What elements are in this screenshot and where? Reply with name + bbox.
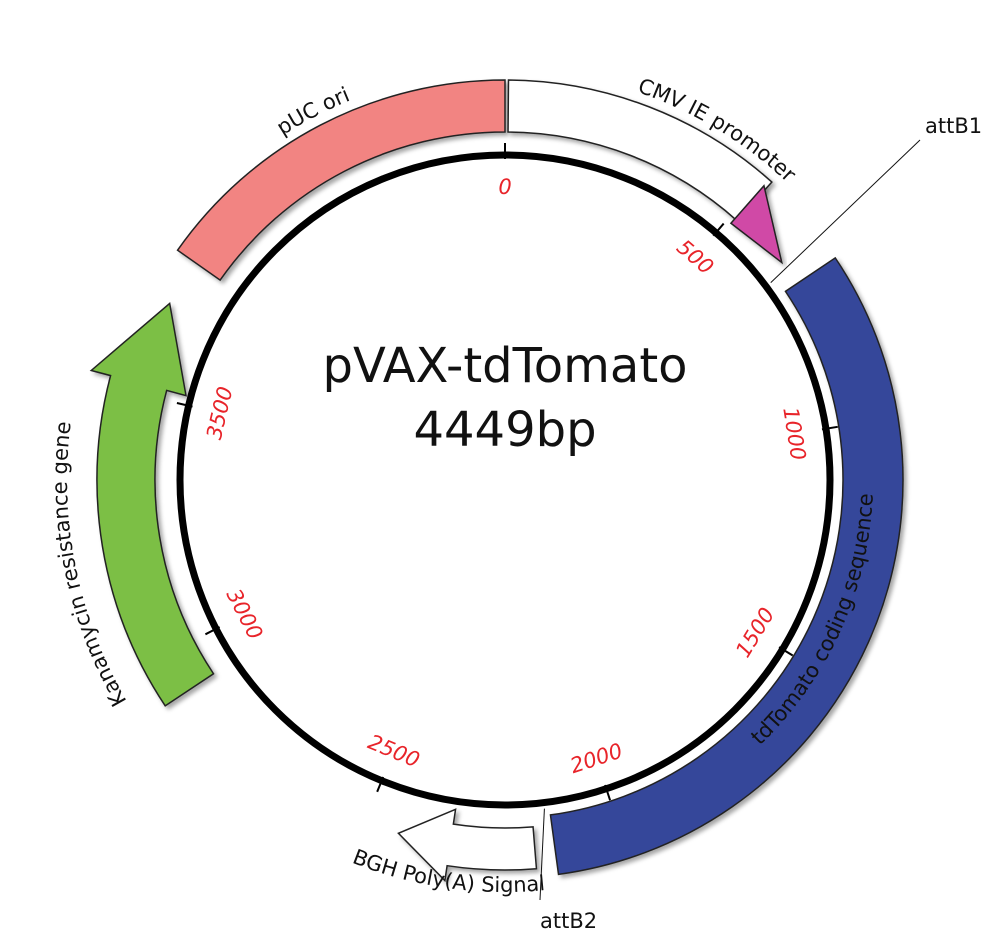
tick-label-2000: 2000	[567, 739, 625, 778]
tick-label-1000: 1000	[778, 405, 810, 462]
attb2-line	[539, 808, 545, 901]
attb1-line	[770, 139, 921, 284]
tick-mark-1000	[821, 425, 838, 431]
tick-mark-2500	[376, 776, 385, 793]
cmv-promoter-arrowhead[interactable]	[729, 184, 783, 265]
site-markers: attB1 attB2	[539, 114, 982, 933]
puc-ori-feature[interactable]	[176, 79, 506, 282]
attb1-label: attB1	[925, 114, 982, 138]
tdtomato-feature[interactable]	[549, 256, 904, 876]
plasmid-backbone	[176, 151, 834, 809]
tick-label-1500: 1500	[731, 603, 779, 661]
tick-mark-2000	[604, 784, 612, 801]
cmv-promoter-feature[interactable]	[507, 79, 773, 222]
bgh-polya-feature[interactable]	[397, 808, 538, 883]
plasmid-size: 4449bp	[413, 402, 596, 458]
tick-mark-3500	[176, 402, 193, 408]
tick-mark-1500	[778, 646, 794, 657]
tick-label-3000: 3000	[222, 585, 268, 644]
tick-label-2500: 2500	[365, 730, 424, 772]
tick-label-3500: 3500	[202, 384, 238, 442]
tick-label-0: 0	[498, 175, 511, 199]
attb2-label: attB2	[540, 909, 597, 933]
tick-label-500: 500	[672, 235, 718, 279]
plasmid-name: pVAX-tdTomato	[322, 338, 687, 394]
tick-mark-500	[712, 222, 725, 237]
tick-mark-3000	[204, 626, 221, 636]
kanamycin-feature[interactable]	[89, 301, 215, 707]
